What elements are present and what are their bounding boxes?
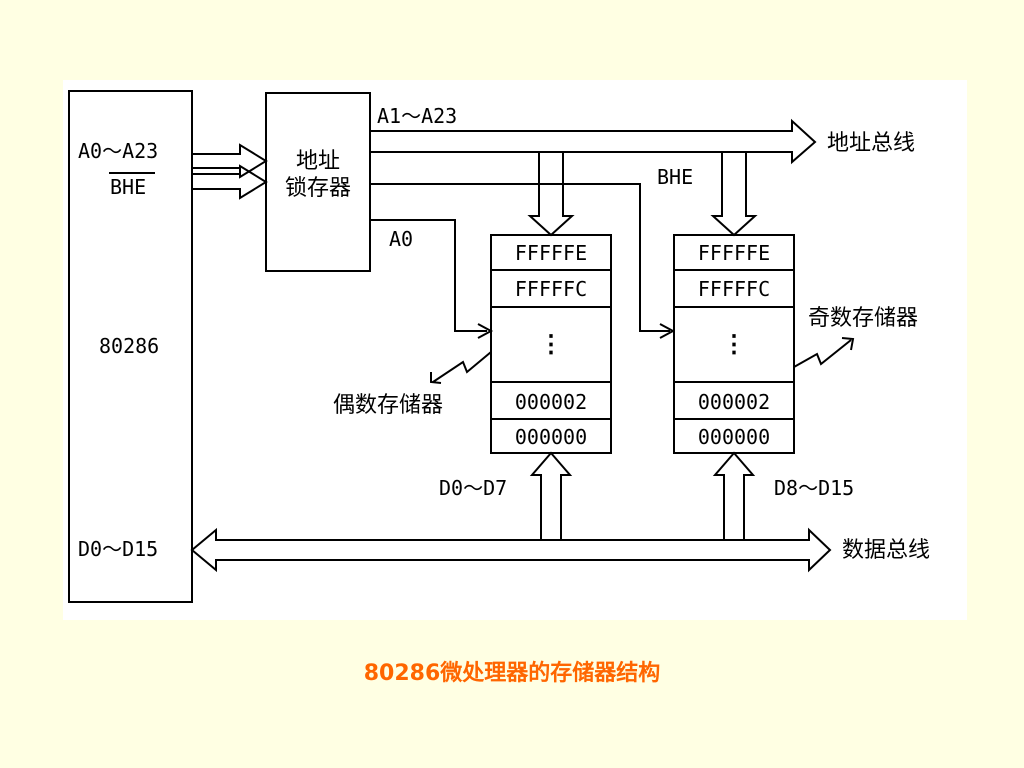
bhe-line <box>370 183 670 332</box>
cpu-to-latch-arrow-a <box>192 143 268 179</box>
a0-line <box>370 219 487 332</box>
cpu-block <box>68 90 193 603</box>
even-memory-cell: FFFFFE <box>515 241 587 265</box>
odd-memory-cell: FFFFFC <box>698 277 770 301</box>
signal-bhe-label: BHE <box>657 165 693 189</box>
address-bus-arrow <box>370 118 817 165</box>
memory-structure-diagram: A0～A23 BHE 80286 D0～D15 地址 锁存器 A1～A23 A0… <box>68 90 930 603</box>
cpu-name: 80286 <box>99 334 159 358</box>
signal-a0-label: A0 <box>389 227 413 251</box>
even-memory-cell: ⋮ <box>539 330 563 358</box>
cpu-bhe-pin-label: BHE <box>110 175 146 199</box>
even-memory-cell: 000002 <box>515 390 587 414</box>
bus-tap-even-arrow <box>527 152 575 237</box>
signal-d8-d15-label: D8～D15 <box>774 476 854 500</box>
odd-memory-pointer <box>793 339 852 368</box>
odd-memory-label: 奇数存储器 <box>808 306 918 331</box>
cpu-to-latch-arrow-b <box>192 164 268 200</box>
even-memory-label: 偶数存储器 <box>333 393 443 418</box>
data-bus-label: 数据总线 <box>842 538 930 563</box>
latch-label-line2: 锁存器 <box>285 176 351 201</box>
even-memory-cell: 000000 <box>515 425 587 449</box>
data-tap-even-arrow <box>529 451 573 540</box>
latch-label-line1: 地址 <box>296 149 340 174</box>
even-memory-pointer <box>432 351 492 383</box>
odd-memory-cell: 000002 <box>698 390 770 414</box>
odd-memory-cell: FFFFFE <box>698 241 770 265</box>
diagram-panel: A0～A23 BHE 80286 D0～D15 地址 锁存器 A1～A23 A0… <box>63 80 967 620</box>
address-bus-label: 地址总线 <box>827 131 915 156</box>
even-memory-cell: FFFFFC <box>515 277 587 301</box>
diagram-caption: 80286微处理器的存储器结构 <box>363 661 661 686</box>
even-memory-pointer-head <box>430 372 442 384</box>
cpu-data-pins-label: D0～D15 <box>78 537 158 561</box>
data-tap-odd-arrow <box>712 451 756 540</box>
bus-tap-odd-arrow <box>710 152 758 237</box>
signal-d0-d7-label: D0～D7 <box>439 476 507 500</box>
odd-memory-cell: ⋮ <box>722 330 746 358</box>
signal-a1-a23-label: A1～A23 <box>377 104 457 128</box>
data-bus-arrow <box>190 527 832 573</box>
odd-memory-pointer-head <box>841 337 855 351</box>
odd-memory-cell: 000000 <box>698 425 770 449</box>
cpu-address-pins-label: A0～A23 <box>78 139 158 163</box>
